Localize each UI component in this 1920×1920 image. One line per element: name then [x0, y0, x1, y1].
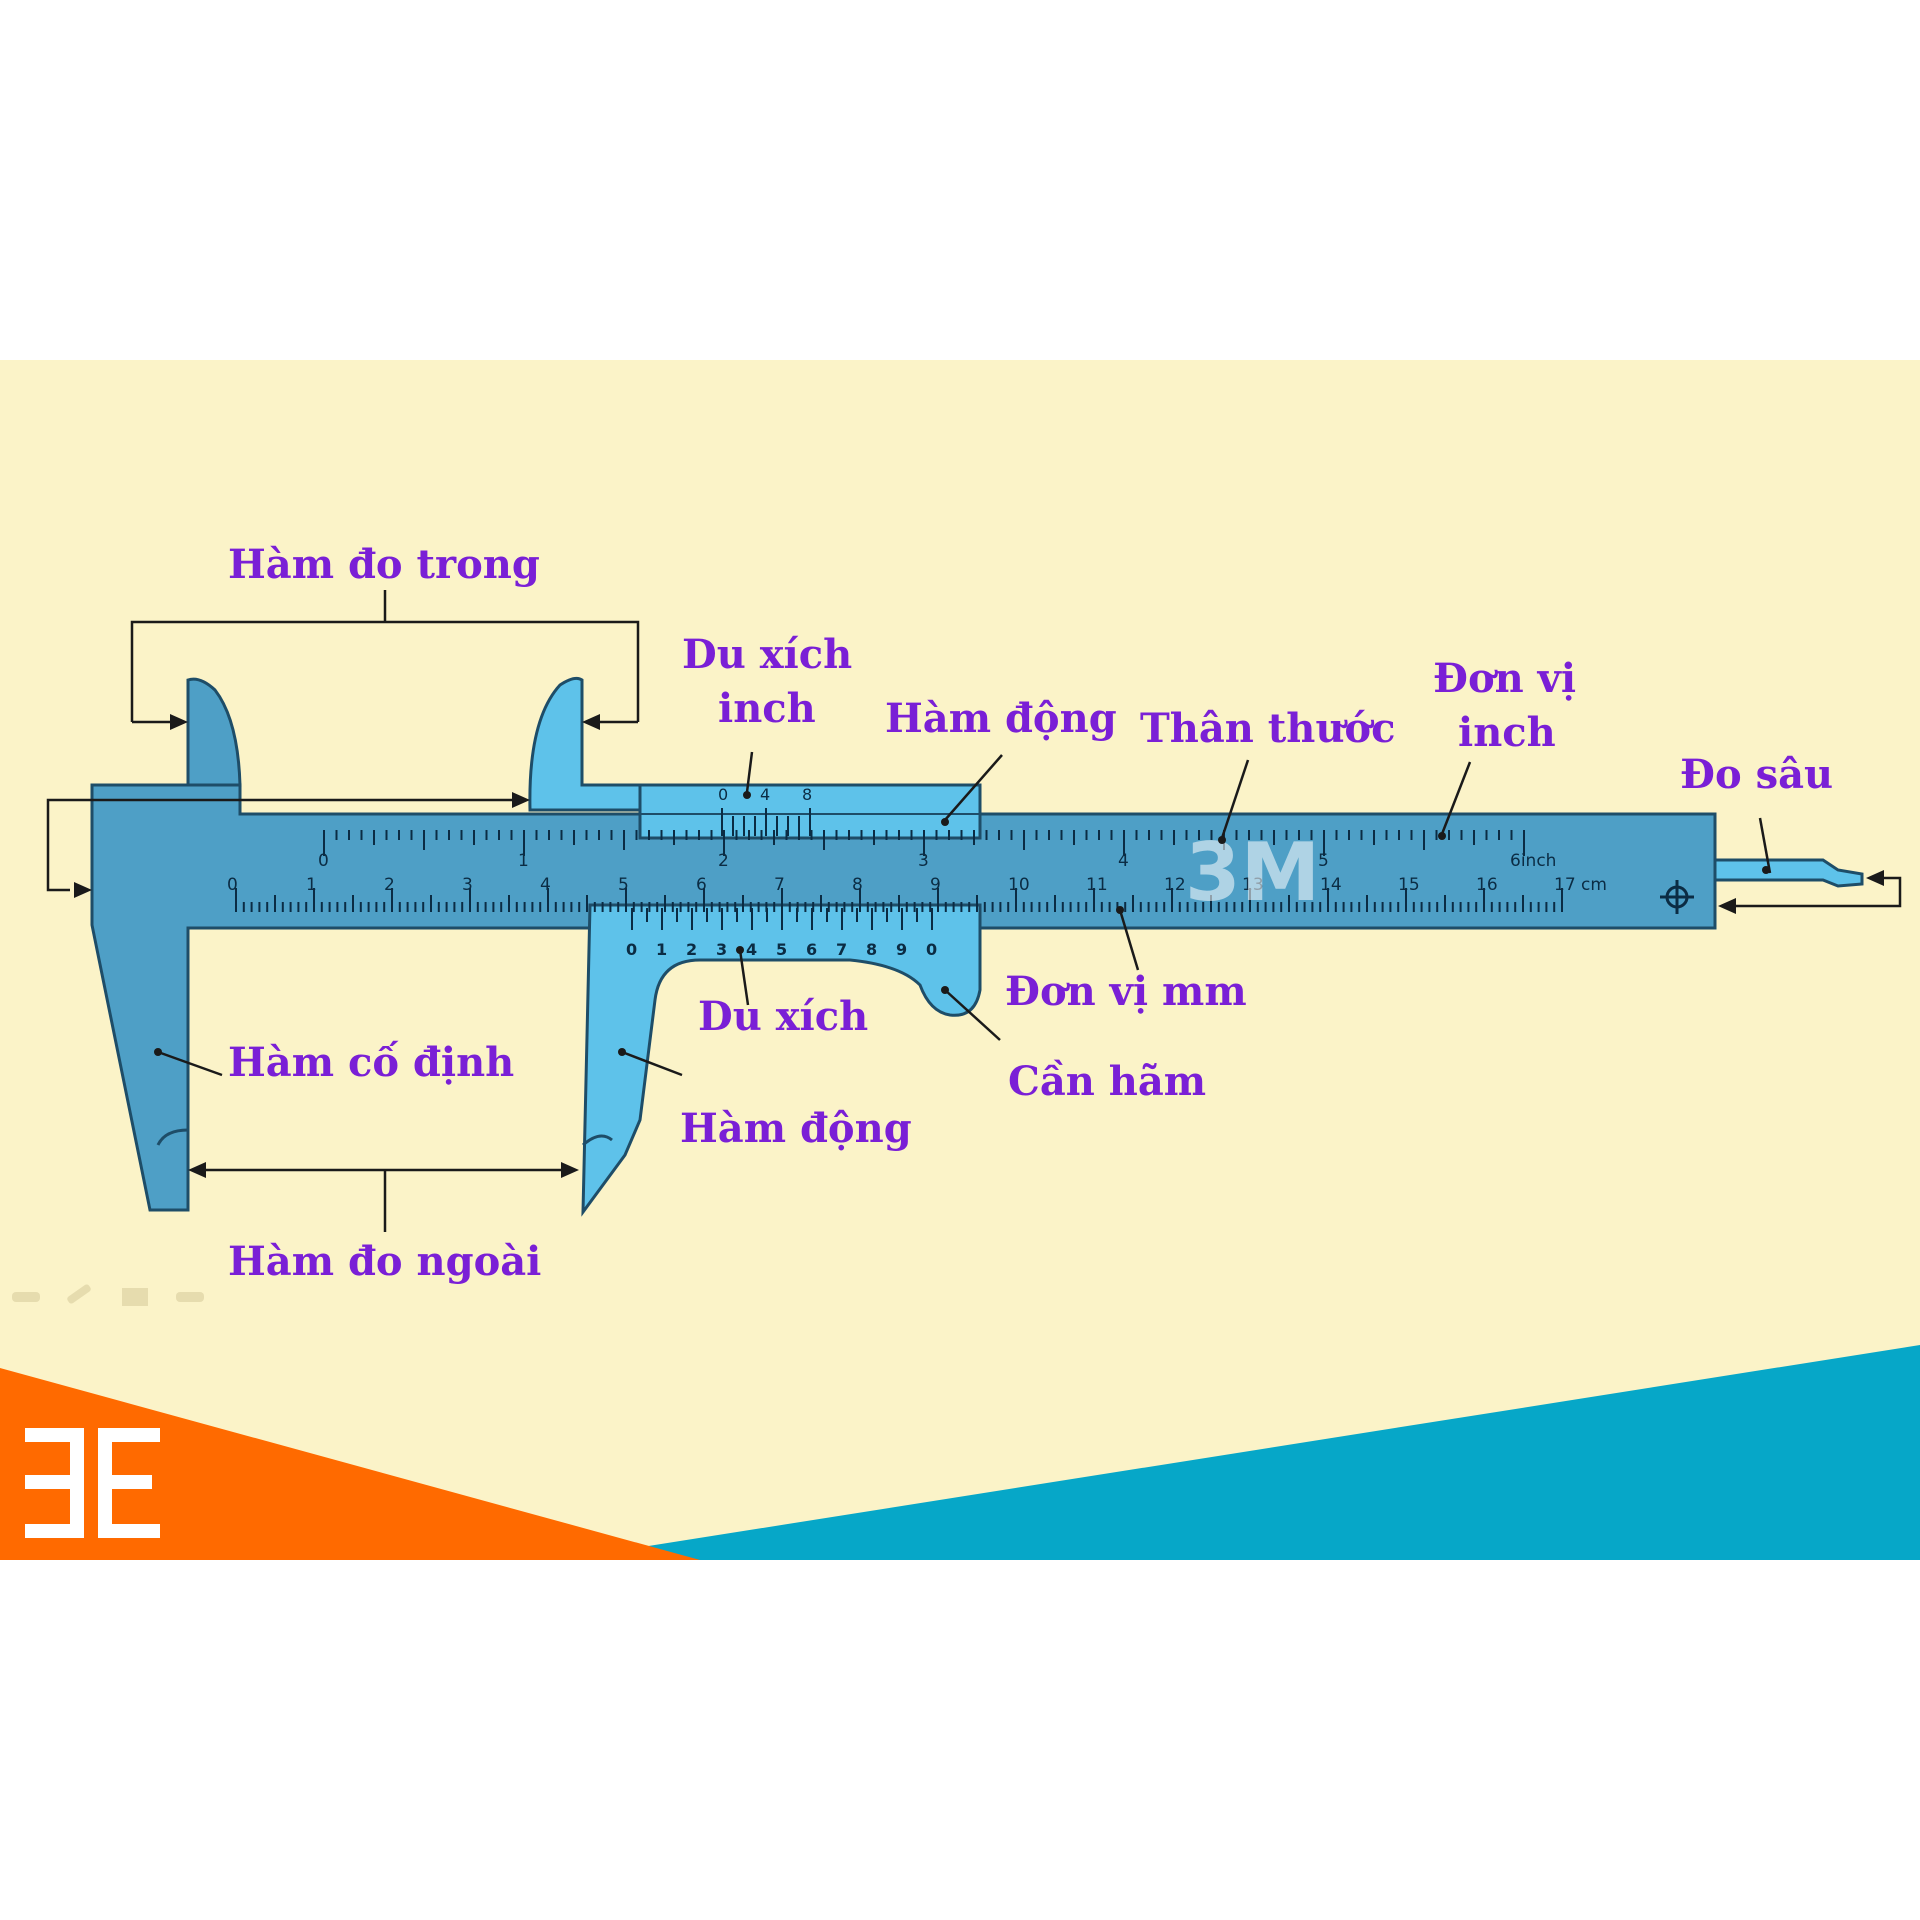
- orange-stripe: [0, 1368, 700, 1560]
- label-inch-unit-2: inch: [1458, 709, 1556, 756]
- label-inner-jaws: Hàm đo trong: [228, 541, 540, 588]
- cm-number: 17 cm: [1554, 875, 1607, 895]
- vernier-number: 0: [926, 940, 937, 959]
- vernier-number: 7: [836, 940, 847, 959]
- logo-3e: [25, 1428, 160, 1538]
- cm-number: 15: [1398, 875, 1420, 895]
- label-depth: Đo sâu: [1680, 751, 1833, 798]
- inch-vernier-number: 4: [760, 785, 770, 804]
- arrowheads: [74, 714, 1884, 1178]
- cm-number: 4: [540, 875, 551, 895]
- leader-lines: [46, 590, 1902, 1232]
- mm-vernier-numbers: 0 1 2 3 4 5 6 7 8 9 0: [626, 940, 937, 959]
- vernier-number: 6: [806, 940, 817, 959]
- vernier-number: 1: [656, 940, 667, 959]
- cm-number: 16: [1476, 875, 1498, 895]
- leader-dots: [154, 791, 1770, 1056]
- inch-vernier-number: 8: [802, 785, 812, 804]
- movable-jaw-body: [581, 903, 982, 1217]
- cm-number: 3: [462, 875, 473, 895]
- label-lock: Cần hãm: [1008, 1058, 1206, 1105]
- depth-rod: [1713, 858, 1864, 888]
- slide-controls: [12, 1284, 204, 1306]
- label-inch-vernier-2: inch: [718, 685, 816, 732]
- inch-number: 6inch: [1510, 851, 1556, 871]
- label-inch-vernier: Du xích: [682, 631, 852, 678]
- movable-inner-jaw: [528, 676, 642, 812]
- part-labels: Hàm đo trong Du xích inch Hàm động Thân …: [228, 541, 1833, 1285]
- inch-scale-numbers: 0 1 2 3 4 5 6inch: [318, 851, 1556, 871]
- label-mm-vernier: Du xích: [698, 993, 868, 1040]
- vernier-number: 8: [866, 940, 877, 959]
- vernier-number: 9: [896, 940, 907, 959]
- label-inch-unit: Đơn vị: [1433, 655, 1576, 702]
- label-fixed-jaw: Hàm cố định: [228, 1039, 514, 1086]
- fixed-inner-jaw: [186, 677, 242, 787]
- cm-number: 2: [384, 875, 395, 895]
- fixed-jaw-notch: [156, 1128, 189, 1146]
- teal-stripe: [560, 1345, 1920, 1560]
- inch-number: 4: [1118, 851, 1129, 871]
- label-beam: Thân thước: [1140, 705, 1395, 752]
- cm-scale-numbers: 0 1 2 3 4 5 6 7 8 9 10 11 12 13 14 15 16…: [227, 875, 1607, 895]
- cm-number: 9: [930, 875, 941, 895]
- cm-number: 8: [852, 875, 863, 895]
- inch-number: 5: [1318, 851, 1329, 871]
- vernier-number: 0: [626, 940, 637, 959]
- vernier-number: 5: [776, 940, 787, 959]
- inch-vernier-ticks: [721, 808, 811, 836]
- vernier-number: 2: [686, 940, 697, 959]
- cm-number: 7: [774, 875, 785, 895]
- cm-number: 10: [1008, 875, 1030, 895]
- cm-number: 11: [1086, 875, 1108, 895]
- cm-number: 13: [1242, 875, 1264, 895]
- cm-number: 0: [227, 875, 238, 895]
- inch-number: 1: [518, 851, 529, 871]
- inch-vernier-number: 0: [718, 785, 728, 804]
- label-outer-jaws: Hàm đo ngoài: [228, 1238, 541, 1285]
- inch-number: 2: [718, 851, 729, 871]
- label-mm-unit: Đơn vị mm: [1005, 968, 1247, 1015]
- inch-number: 0: [318, 851, 329, 871]
- cm-number: 1: [306, 875, 317, 895]
- vernier-number: 4: [746, 940, 757, 959]
- cm-number: 12: [1164, 875, 1186, 895]
- label-movable-jaw-bottom: Hàm động: [680, 1105, 912, 1152]
- mm-vernier-ticks: [631, 908, 933, 930]
- movable-jaw-notch: [582, 1134, 613, 1147]
- inch-number: 3: [918, 851, 929, 871]
- inch-vernier-numbers: 0 4 8: [718, 785, 812, 804]
- watermark: 3M: [1185, 826, 1320, 919]
- crosshair-icon: [1660, 880, 1694, 914]
- inch-scale-ticks: [323, 830, 1525, 856]
- cm-number: 5: [618, 875, 629, 895]
- cm-scale-ticks: [235, 888, 1563, 912]
- label-movable-jaw-top: Hàm động: [885, 695, 1117, 742]
- cm-number: 6: [696, 875, 707, 895]
- vernier-number: 3: [716, 940, 727, 959]
- cm-number: 14: [1320, 875, 1342, 895]
